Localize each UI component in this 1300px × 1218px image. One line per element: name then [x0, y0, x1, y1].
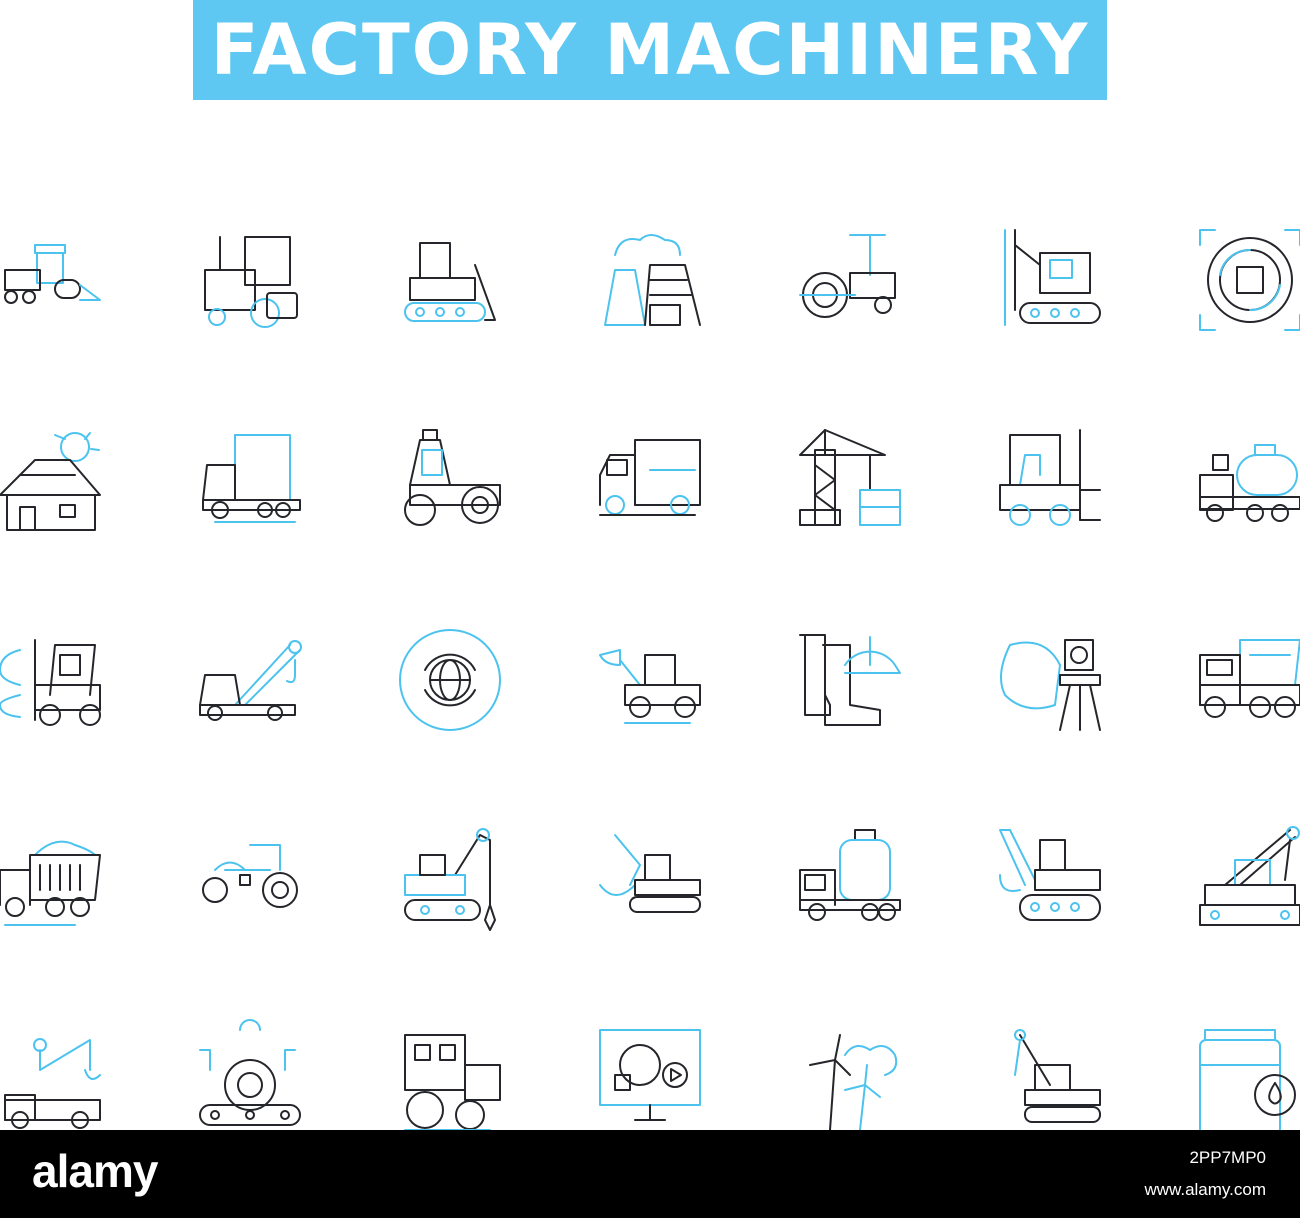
tractor-icon [195, 825, 305, 935]
crawler-excavator-icon [395, 825, 505, 935]
footer-url[interactable]: www.alamy.com [1144, 1180, 1266, 1199]
roller-compactor-icon [795, 225, 905, 335]
delivery-truck-icon [595, 425, 705, 535]
global-refresh-icon [395, 625, 505, 735]
footer-bar: alamy 2PP7MP0 www.alamy.com [0, 1130, 1300, 1218]
bulldozer-icon [395, 225, 505, 335]
road-roller-truck-icon [0, 225, 105, 335]
alamy-logo[interactable]: alamy [32, 1145, 158, 1197]
factory-smoke-icon [595, 225, 705, 335]
crawler-crane-icon [1195, 825, 1300, 935]
wind-turbine-icon [795, 1025, 905, 1135]
solar-house-icon [0, 425, 105, 535]
tow-crane-truck-icon [195, 625, 305, 735]
dump-truck-icon [1195, 625, 1300, 735]
robotic-arm-truck-icon [0, 1025, 105, 1135]
pile-driver-crane-icon [995, 1025, 1105, 1135]
recycling-box-icon [1195, 225, 1300, 335]
digger-excavator-icon [995, 825, 1105, 935]
title-banner: FACTORY MACHINERY [193, 0, 1107, 100]
steamroller-icon [395, 425, 505, 535]
footer-info: 2PP7MP0 www.alamy.com [1144, 1148, 1266, 1200]
sand-dump-truck-icon [0, 825, 105, 935]
crawler-drill-rig-icon [995, 225, 1105, 335]
loader-excavator-icon [595, 825, 705, 935]
image-id: 2PP7MP0 [1189, 1148, 1266, 1167]
box-truck-icon [195, 425, 305, 535]
page-title: FACTORY MACHINERY [210, 9, 1090, 91]
forklift-icon [995, 425, 1105, 535]
tower-crane-icon [795, 425, 905, 535]
forklift-cargo-icon [195, 225, 305, 335]
oil-barrel-icon [1195, 1025, 1300, 1136]
gas-tanker-truck-icon [795, 825, 905, 935]
monitor-gear-video-icon [595, 1025, 705, 1135]
surveyor-theodolite-icon [995, 625, 1105, 735]
wheel-loader-icon [595, 625, 705, 735]
icon-grid [0, 225, 1300, 1136]
boots-helmet-icon [795, 625, 905, 735]
conveyor-gear-icon [195, 1019, 305, 1135]
tanker-truck-icon [1195, 425, 1300, 535]
compactor-cab-icon [395, 1025, 505, 1135]
claw-forklift-icon [0, 625, 105, 735]
